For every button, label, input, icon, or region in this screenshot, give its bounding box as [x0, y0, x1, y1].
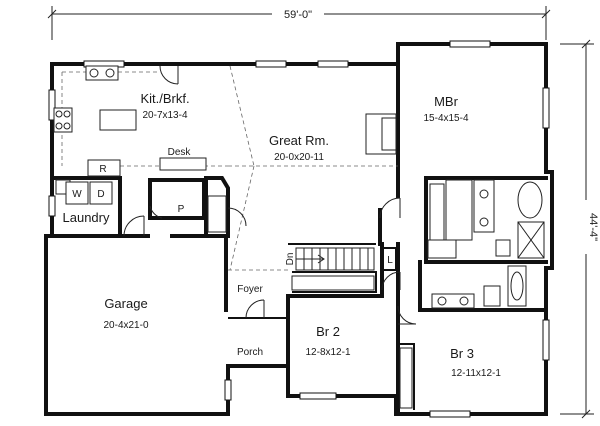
- fireplace: [365, 113, 397, 155]
- bedroom2-name: Br 2: [316, 324, 340, 339]
- pantry-label: P: [178, 204, 185, 215]
- dryer-label: D: [97, 189, 104, 200]
- great-room-size: 20-0x20-11: [274, 152, 324, 163]
- doors: [123, 197, 417, 325]
- windows: [48, 40, 550, 418]
- laundry-name: Laundry: [63, 210, 110, 225]
- kitchen-size: 20-7x13-4: [142, 110, 187, 121]
- great-room-name: Great Rm.: [269, 133, 329, 148]
- master-name: MBr: [434, 94, 459, 109]
- hall-bath-fixtures: [431, 265, 527, 309]
- master-bath-fixtures: [427, 179, 545, 259]
- garage-size: 20-4x21-0: [103, 320, 148, 331]
- stairs-down-label: Dn: [285, 253, 296, 266]
- laundry-fixtures: [55, 179, 113, 205]
- refrigerator-label: R: [99, 164, 106, 175]
- closets: [207, 183, 445, 409]
- master-size: 15-4x15-4: [423, 113, 468, 124]
- desk-label: Desk: [168, 147, 192, 158]
- width-dimension-label: 59'-0": [284, 9, 312, 21]
- garage-name: Garage: [104, 296, 147, 311]
- kitchen-fixtures: [53, 65, 207, 177]
- bedroom3-size: 12-11x12-1: [451, 368, 501, 379]
- porch-name: Porch: [237, 347, 263, 358]
- foyer-name: Foyer: [237, 284, 263, 295]
- interior-walls: [50, 62, 548, 416]
- kitchen-name: Kit./Brkf.: [140, 91, 189, 106]
- linen-label: L: [387, 255, 393, 266]
- washer-label: W: [72, 189, 82, 200]
- bedroom2-size: 12-8x12-1: [305, 347, 350, 358]
- depth-dimension-label: 44'-4": [587, 213, 599, 241]
- width-dimension: 59'-0": [47, 6, 551, 40]
- fixture-labels: Desk R W D P L Dn: [72, 147, 393, 266]
- stairs: [295, 247, 375, 271]
- room-labels: Kit./Brkf. 20-7x13-4 Great Rm. 20-0x20-1…: [63, 91, 502, 379]
- ceiling-lines: [61, 65, 398, 271]
- bedroom3-name: Br 3: [450, 346, 474, 361]
- depth-dimension: 44'-4": [560, 39, 599, 419]
